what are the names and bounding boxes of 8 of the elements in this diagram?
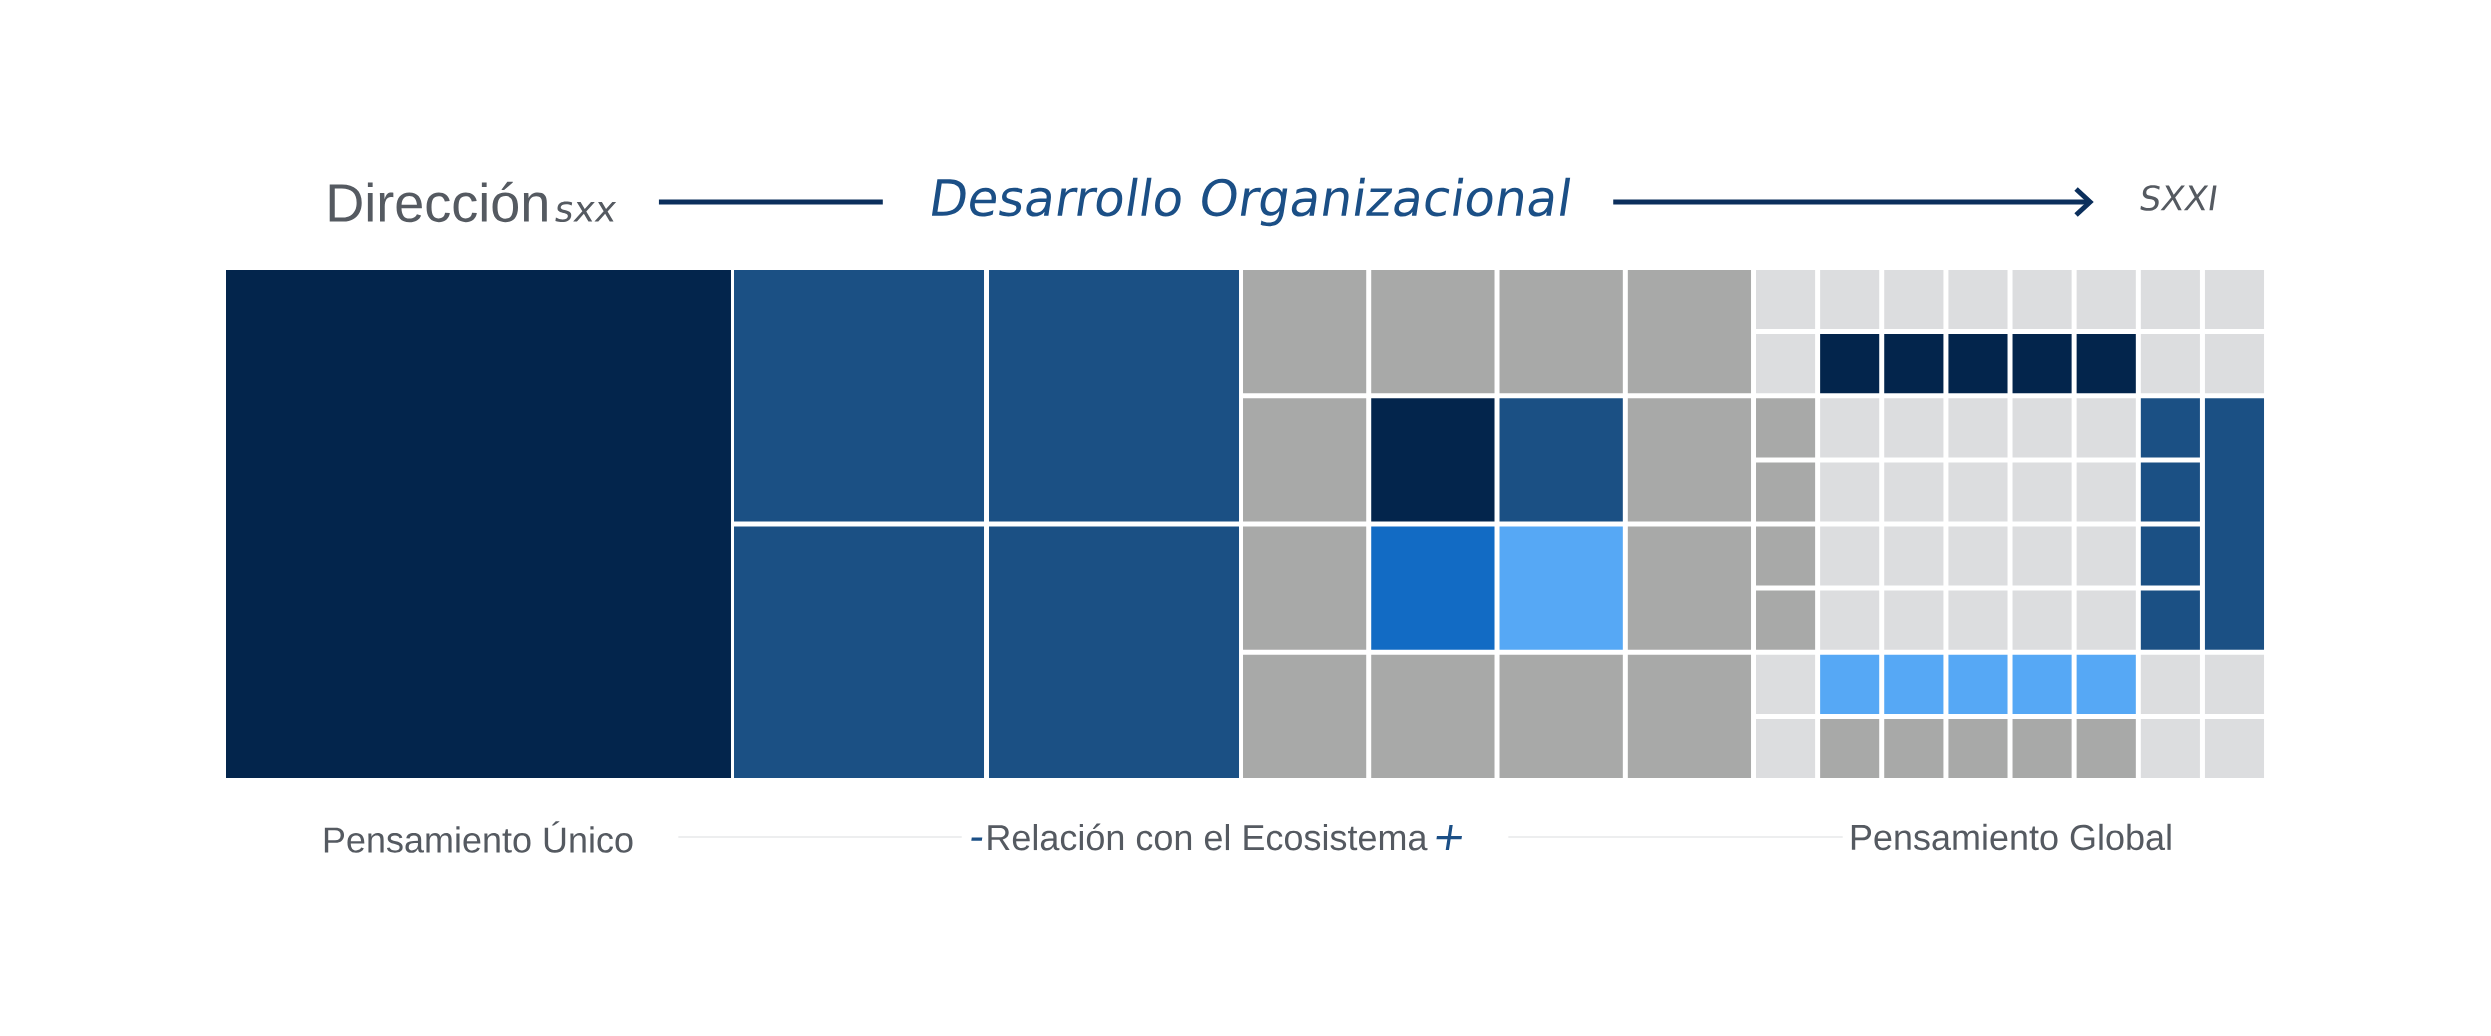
arrow xyxy=(1613,187,2094,217)
scale-label: Pensamiento Único xyxy=(324,821,633,853)
heading-text: Desarrollo Organizacional xyxy=(931,177,1571,227)
heading-text: SXXI xyxy=(2140,185,2217,211)
scale-label: Pensamiento Global xyxy=(1851,823,2171,851)
heading-text: Dirección sxx xyxy=(329,181,617,223)
scale-label: -Relación con el Ecosistema + xyxy=(971,823,1462,851)
connector-line xyxy=(658,199,883,205)
